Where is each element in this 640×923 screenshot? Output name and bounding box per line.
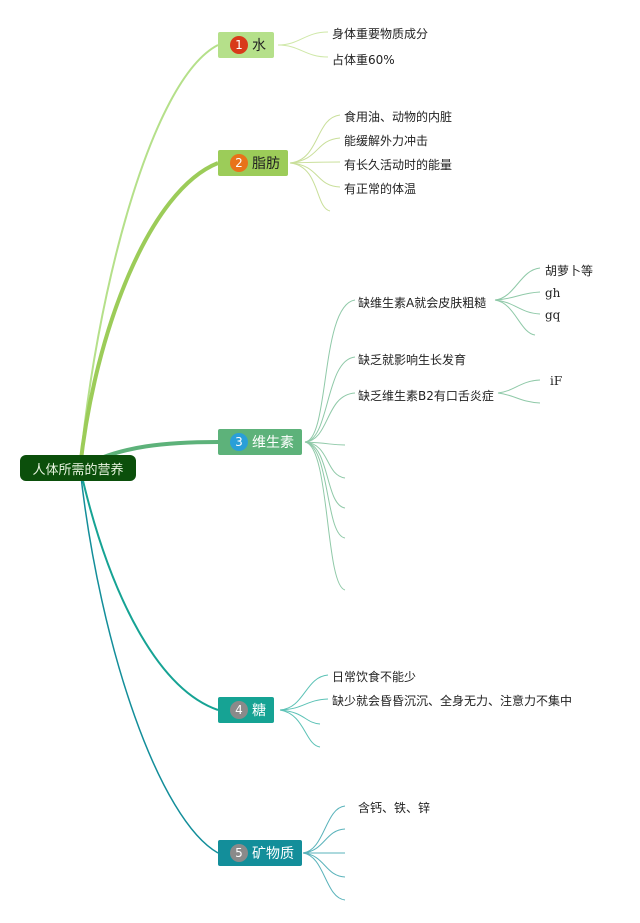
leaf-vitamin-2[interactable]: 缺乏就影响生长发育 (358, 353, 467, 367)
branch-label: 水 (252, 38, 266, 54)
branch-fat[interactable]: 2 脂肪 (218, 150, 288, 176)
leaf-water-1[interactable]: 身体重要物质成分 (332, 27, 429, 41)
branch-vitamin[interactable]: 3 维生素 (218, 429, 302, 455)
subleaf-vitamin-a-1[interactable]: 胡萝卜等 (545, 264, 594, 278)
number-badge-1: 1 (230, 36, 248, 54)
leaf-minerals-1[interactable]: 含钙、铁、锌 (358, 801, 431, 815)
leaf-vitamin-1[interactable]: 缺维生素A就会皮肤粗糙 (358, 296, 487, 310)
subleaf-vitamin-a-2[interactable]: gh (545, 286, 561, 300)
leaf-fat-1[interactable]: 食用油、动物的内脏 (344, 110, 453, 124)
branch-minerals[interactable]: 5 矿物质 (218, 840, 302, 866)
branch-label: 维生素 (252, 435, 294, 451)
branch-label: 矿物质 (252, 846, 294, 862)
leaf-vitamin-3[interactable]: 缺乏维生素B2有口舌炎症 (358, 389, 494, 403)
leaf-sugar-2[interactable]: 缺少就会昏昏沉沉、全身无力、注意力不集中 (332, 694, 573, 708)
leaf-fat-3[interactable]: 有长久活动时的能量 (344, 158, 453, 172)
subleaf-vitamin-b2-1[interactable]: iF (550, 374, 563, 388)
leaf-fat-4[interactable]: 有正常的体温 (344, 182, 417, 196)
number-badge-5: 5 (230, 844, 248, 862)
branch-label: 糖 (252, 703, 266, 719)
subleaf-vitamin-a-3[interactable]: gq (545, 308, 561, 322)
number-badge-4: 4 (230, 701, 248, 719)
leaf-water-2[interactable]: 占体重60% (332, 53, 395, 67)
leaf-sugar-1[interactable]: 日常饮食不能少 (332, 670, 417, 684)
branch-sugar[interactable]: 4 糖 (218, 697, 274, 723)
number-badge-2: 2 (230, 154, 248, 172)
branch-label: 脂肪 (252, 156, 280, 172)
root-node[interactable]: 人体所需的营养 (20, 455, 136, 481)
branch-water[interactable]: 1 水 (218, 32, 274, 58)
leaf-fat-2[interactable]: 能缓解外力冲击 (344, 134, 429, 148)
root-label: 人体所需的营养 (32, 462, 124, 478)
number-badge-3: 3 (230, 433, 248, 451)
